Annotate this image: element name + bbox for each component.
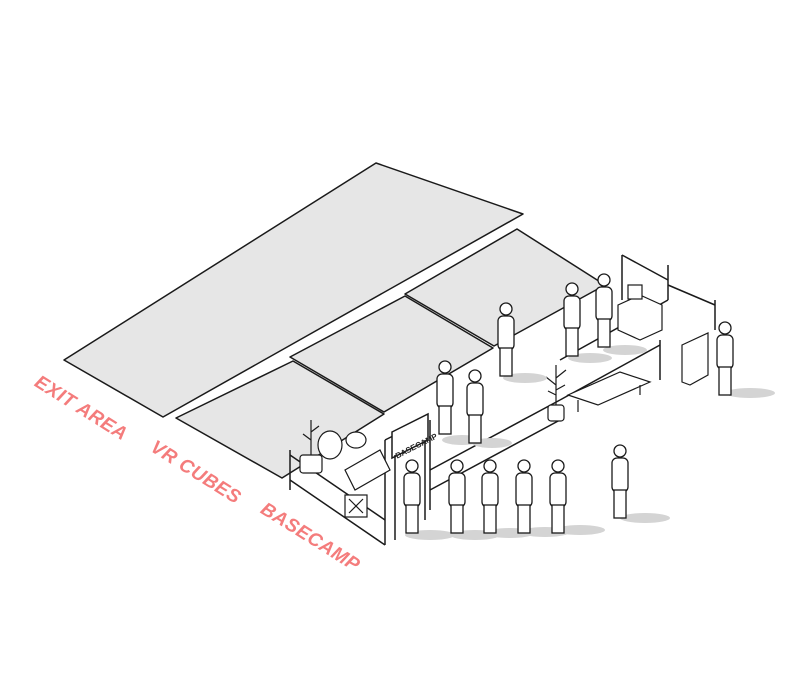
people bbox=[403, 273, 734, 534]
person bbox=[549, 459, 567, 534]
person bbox=[497, 302, 515, 377]
person bbox=[716, 321, 734, 396]
person bbox=[403, 459, 421, 534]
vr-cube-2 bbox=[289, 295, 494, 413]
person bbox=[481, 459, 499, 534]
vr-cube-1 bbox=[175, 360, 385, 479]
person bbox=[436, 360, 454, 435]
person bbox=[466, 369, 484, 444]
person bbox=[595, 273, 613, 348]
lounge-furniture bbox=[545, 284, 709, 422]
basecamp-sign bbox=[391, 412, 429, 540]
person bbox=[563, 282, 581, 357]
basecamp-equipment bbox=[299, 420, 391, 518]
exit-area-floor bbox=[63, 162, 524, 418]
person bbox=[611, 444, 629, 519]
person bbox=[448, 459, 466, 534]
person bbox=[515, 459, 533, 534]
